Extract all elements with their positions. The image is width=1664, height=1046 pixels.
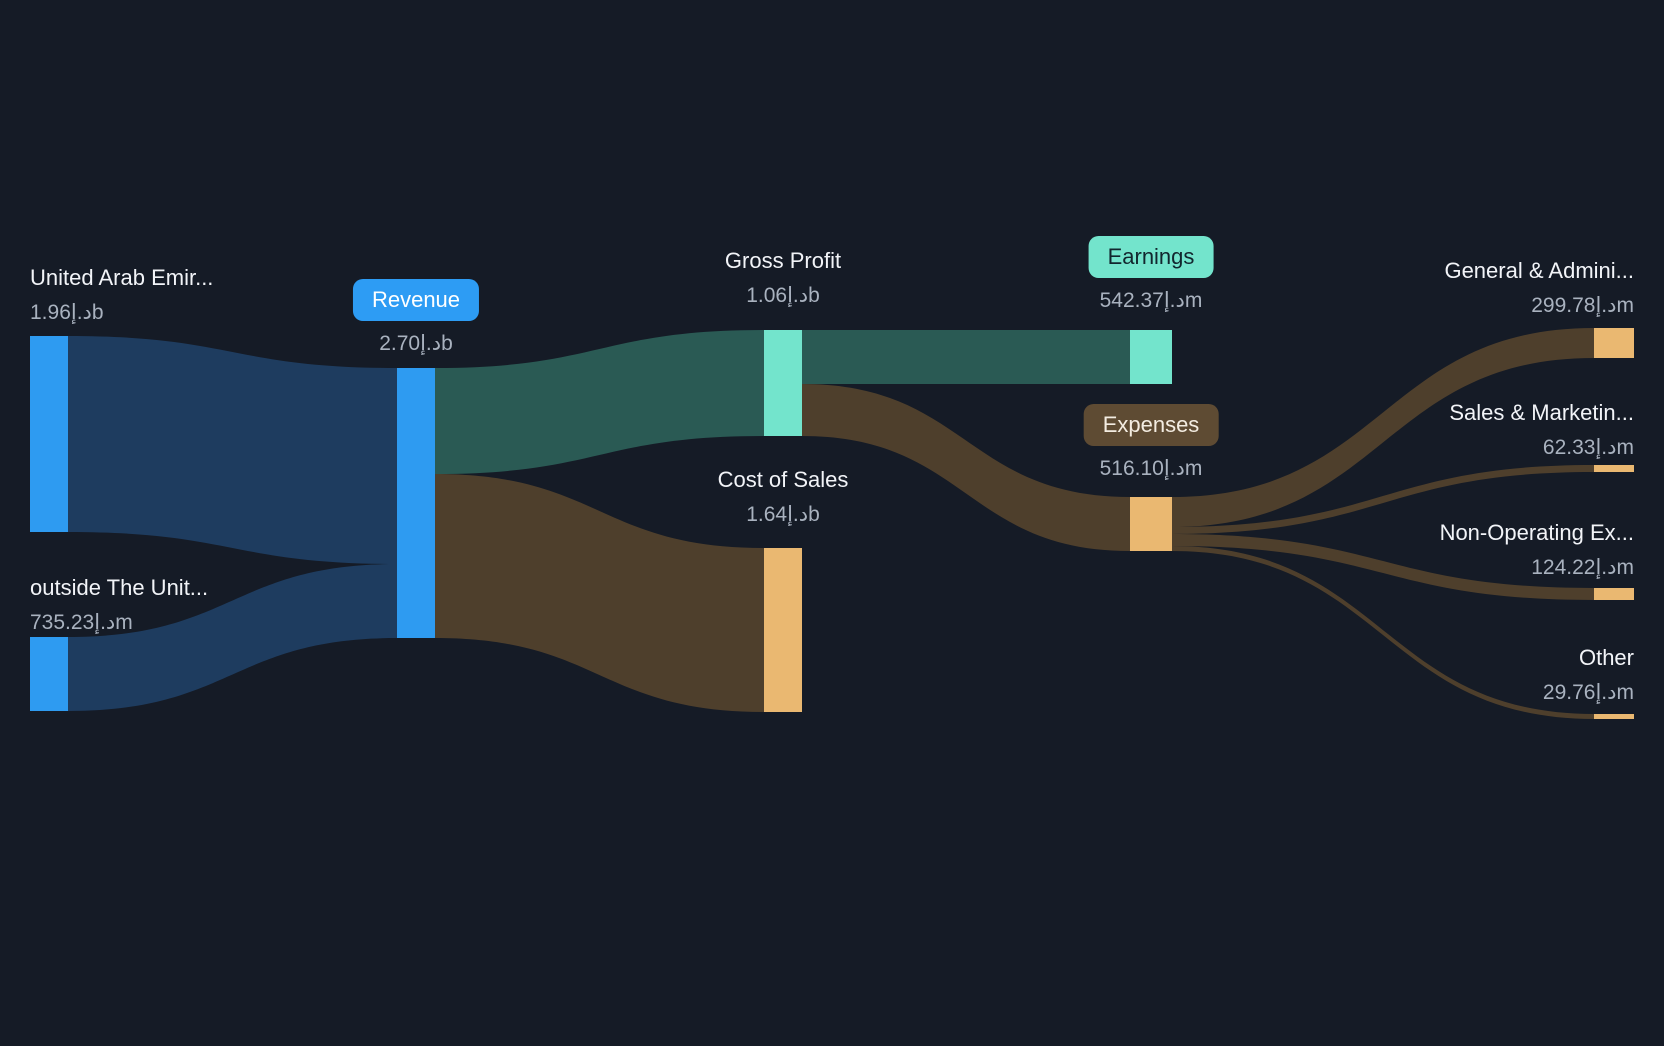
label-sales-marketing: Sales & Marketin... 62.33د.إm	[1449, 395, 1634, 465]
label-expenses: Expenses 516.10د.إm	[1083, 404, 1219, 486]
sankey-links	[68, 328, 1594, 719]
node-value: 62.33د.إm	[1542, 436, 1634, 459]
link-uae-to-revenue[interactable]	[68, 336, 397, 564]
link-revenue-to-gross-profit[interactable]	[435, 330, 764, 474]
node-label: Non-Operating Ex...	[1439, 520, 1634, 545]
node-label: Cost of Sales	[717, 467, 849, 492]
label-general-administrative: General & Admini... 299.78د.إm	[1444, 253, 1634, 323]
label-cost-of-sales: Cost of Sales 1.64د.إb	[718, 462, 849, 532]
link-gross-profit-to-expenses[interactable]	[802, 384, 1130, 551]
node-label: United Arab Emir...	[30, 265, 214, 290]
link-expenses-to-other[interactable]	[1172, 546, 1594, 719]
node-value: 542.37د.إm	[1099, 289, 1203, 312]
node-earnings[interactable]	[1130, 330, 1172, 384]
node-expenses[interactable]	[1130, 497, 1172, 551]
node-label: Other	[1578, 645, 1634, 670]
node-value: 29.76د.إm	[1542, 681, 1634, 704]
node-general-administrative[interactable]	[1594, 328, 1634, 358]
node-value: 299.78د.إm	[1531, 294, 1634, 317]
node-gross-profit[interactable]	[764, 330, 802, 436]
node-other[interactable]	[1594, 714, 1634, 719]
node-value: 516.10د.إm	[1099, 457, 1203, 480]
node-revenue[interactable]	[397, 368, 435, 638]
label-gross-profit: Gross Profit 1.06د.إb	[725, 243, 841, 313]
node-label: Sales & Marketin...	[1449, 400, 1634, 425]
label-other: Other 29.76د.إm	[1543, 640, 1634, 710]
label-outside-united: outside The Unit... 735.23د.إm	[30, 570, 208, 640]
node-value: 2.70د.إb	[379, 332, 453, 355]
link-expenses-to-general-administrative[interactable]	[1172, 328, 1594, 527]
node-label: outside The Unit...	[30, 575, 209, 600]
node-non-operating-expense[interactable]	[1594, 588, 1634, 600]
node-cost-of-sales[interactable]	[764, 548, 802, 712]
expenses-badge[interactable]: Expenses	[1083, 404, 1219, 446]
node-value: 735.23د.إm	[30, 611, 133, 634]
revenue-badge[interactable]: Revenue	[352, 279, 480, 321]
link-revenue-to-cost-of-sales[interactable]	[435, 474, 764, 712]
link-gross-profit-to-earnings[interactable]	[802, 330, 1130, 384]
node-outside-united[interactable]	[30, 637, 68, 711]
link-expenses-to-non-operating-expense[interactable]	[1172, 534, 1594, 600]
node-value: 1.96د.إb	[30, 301, 104, 324]
label-non-operating-expense: Non-Operating Ex... 124.22د.إm	[1440, 515, 1634, 585]
label-united-arab-emirates: United Arab Emir... 1.96د.إb	[30, 260, 213, 330]
node-sales-marketing[interactable]	[1594, 465, 1634, 472]
node-label: Gross Profit	[724, 248, 842, 273]
node-value: 1.64د.إb	[746, 503, 820, 526]
link-expenses-to-sales-marketing[interactable]	[1172, 465, 1594, 534]
label-revenue: Revenue 2.70د.إb	[352, 279, 480, 361]
link-outside-to-revenue[interactable]	[68, 564, 397, 711]
earnings-badge[interactable]: Earnings	[1088, 236, 1214, 278]
node-united-arab-emirates[interactable]	[30, 336, 68, 532]
node-value: 1.06د.إb	[746, 284, 820, 307]
label-earnings: Earnings 542.37د.إm	[1088, 236, 1214, 318]
sankey-nodes	[30, 328, 1634, 719]
node-label: General & Admini...	[1444, 258, 1634, 283]
node-value: 124.22د.إm	[1531, 556, 1634, 579]
